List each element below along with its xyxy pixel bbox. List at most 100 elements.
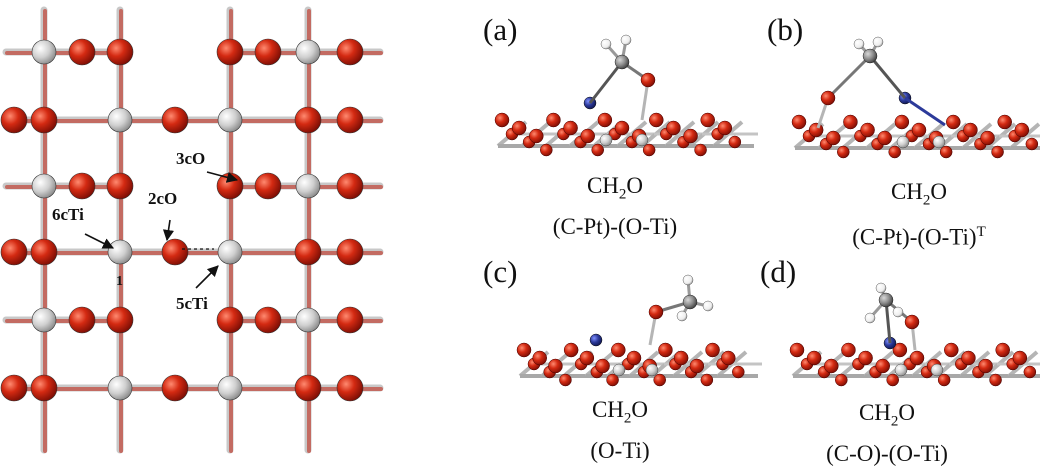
oxygen-atom: [494, 112, 510, 128]
oxygen-atom: [673, 350, 689, 366]
caption-d: CH2O (C-O)-(O-Ti): [757, 397, 1017, 469]
arrow-6cti: [84, 233, 115, 249]
oxygen-atom: [1012, 350, 1028, 366]
titanium-atom: [107, 375, 133, 401]
oxygen-atom: [336, 38, 364, 66]
titanium-atom: [612, 363, 626, 377]
oxygen-atom: [336, 106, 364, 134]
titanium-atom: [295, 307, 321, 333]
oxygen-atom: [68, 38, 96, 66]
hydrogen-atom: [864, 312, 876, 324]
oxygen-atom: [161, 374, 189, 402]
oxygen-atom: [837, 145, 850, 159]
oxygen-atom: [961, 350, 976, 366]
titanium-atom: [599, 133, 613, 147]
slab-d: [789, 282, 1040, 387]
titanium-atom: [217, 239, 243, 265]
oxygen-atom: [540, 143, 553, 157]
titanium-atom: [107, 239, 133, 265]
caption-c: CH2O (O-Ti): [490, 394, 750, 466]
oxygen-atom: [0, 374, 28, 402]
oxygen-atom: [694, 143, 707, 157]
tio2-surface-top-view: 3cO 2cO 6cTi 5cTi 1: [0, 6, 384, 454]
oxygen-atom: [989, 373, 1002, 387]
oxygen-atom: [30, 374, 58, 402]
oxygen-atom: [0, 106, 28, 134]
oxygen-atom: [1023, 365, 1037, 379]
arrow-2co: [162, 219, 175, 242]
oxygen-atom: [806, 350, 822, 366]
oxygen-atom: [877, 130, 892, 146]
oxygen-atom: [294, 374, 322, 402]
oxygen-atom: [106, 172, 134, 200]
oxygen-atom: [911, 122, 927, 138]
titanium-atom: [295, 173, 321, 199]
oxygen-atom: [546, 112, 561, 128]
oxygen-atom: [254, 172, 282, 200]
oxygen-atom: [791, 114, 807, 130]
adsorbate-oxygen-atom: [640, 72, 656, 88]
oxygen-atom: [658, 342, 673, 358]
label-6cti: 6cTi: [52, 205, 84, 224]
oxygen-atom: [937, 373, 951, 387]
titanium-atom: [107, 107, 133, 133]
oxygen-atom: [995, 342, 1010, 358]
oxygen-atom: [161, 106, 189, 134]
oxygen-atom: [705, 342, 720, 358]
oxygen-atom: [511, 120, 527, 136]
caption-b: CH2O (C-Pt)-(O-Ti)T: [789, 176, 1040, 252]
adsorbate-oxygen-atom: [820, 90, 836, 106]
oxygen-atom: [858, 350, 873, 366]
oxygen-atom: [653, 373, 666, 387]
oxygen-atom: [294, 106, 322, 134]
oxygen-atom: [683, 128, 698, 144]
titanium-atom: [635, 133, 649, 147]
oxygen-atom: [835, 373, 848, 387]
hydrogen-atom: [676, 310, 688, 322]
hydrogen-atom: [853, 38, 865, 50]
caption-a-mode: (C-Pt)-(O-Ti): [552, 213, 678, 239]
oxygen-atom: [30, 238, 58, 266]
carbon-atom: [682, 294, 698, 310]
adsorbate-oxygen-atom: [648, 304, 664, 320]
adsorption-configurations: [494, 34, 1040, 387]
oxygen-atom: [254, 38, 282, 66]
small-mark: 1: [116, 274, 123, 289]
adsorbate-oxygen-atom: [904, 314, 920, 330]
oxygen-atom: [336, 374, 364, 402]
figure: 3cO 2cO 6cTi 5cTi 1: [0, 6, 1040, 466]
oxygen-atom: [580, 128, 595, 144]
hydrogen-atom: [620, 34, 632, 46]
oxygen-atom: [606, 373, 619, 387]
oxygen-atom: [597, 112, 613, 128]
oxygen-atom: [980, 130, 995, 146]
oxygen-atom: [894, 114, 910, 130]
oxygen-atom: [944, 342, 959, 358]
label-5cti: 5cTi: [176, 294, 208, 313]
oxygen-atom: [532, 350, 547, 366]
titanium-atom: [645, 363, 659, 377]
oxygen-atom: [841, 342, 856, 358]
oxygen-atom: [717, 120, 733, 136]
oxygen-atom: [649, 112, 664, 128]
oxygen-atom: [689, 358, 705, 374]
oxygen-atom: [997, 114, 1012, 130]
hydrogen-atom: [892, 306, 904, 318]
oxygen-atom: [0, 238, 28, 266]
hydrogen-atom: [702, 300, 714, 312]
hydrogen-atom: [875, 282, 887, 294]
titanium-atom: [894, 363, 908, 377]
oxygen-atom: [826, 130, 841, 146]
titanium-atom: [31, 173, 57, 199]
oxygen-atom: [579, 350, 595, 366]
lattice-bonds: [2, 6, 384, 454]
caption-b-mode: (C-Pt)-(O-Ti)T: [852, 223, 986, 250]
oxygen-atom: [548, 358, 563, 374]
oxygen-atom: [611, 342, 626, 358]
oxygen-atom: [808, 122, 824, 138]
oxygen-atom: [30, 106, 58, 134]
slab-b: [791, 36, 1040, 159]
oxygen-atom: [68, 306, 96, 334]
oxygen-atom: [614, 120, 630, 136]
oxygen-atom: [216, 306, 244, 334]
